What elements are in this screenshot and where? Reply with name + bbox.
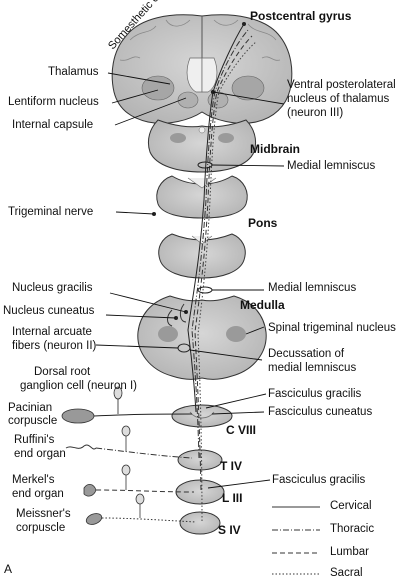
internal-capsule-label: Internal capsule [12,119,94,131]
l3-label: L III [222,491,243,505]
vpl-label-line2: nucleus of thalamus [287,93,390,105]
fasciculus-gracilis-label-2: Fasciculus gracilis [272,474,366,486]
decussation-label-1: Decussation of [268,348,345,360]
midbrain-label: Midbrain [250,142,300,156]
tract-sacral [197,41,257,522]
thalamus-label: Thalamus [48,66,99,78]
pacinian-label-2: corpuscle [8,415,58,427]
figure-letter: A [4,562,13,576]
s4-label: S IV [218,523,241,537]
merkel-label-1: Merkel's [12,474,55,486]
spinal-l3 [175,479,225,505]
legend-lumbar-label: Lumbar [330,546,369,558]
spinal-trigeminal-label: Spinal trigeminal nucleus [268,322,396,334]
legend-cervical-label: Cervical [330,500,372,512]
midbrain-section [147,119,257,173]
meissner-label-1: Meissner's [16,508,71,520]
tract-lumbar [194,35,253,491]
internal-arcuate-label-1: Internal arcuate [12,326,92,338]
spinal-c8 [171,404,233,428]
meissner-corpuscle-shape [85,493,197,525]
t4-label: T IV [220,459,243,473]
fasciculus-cuneatus-label: Fasciculus cuneatus [268,406,373,418]
meissner-label-2: corpuscle [16,522,66,534]
pacinian-corpuscle-shape [61,386,193,424]
legend-thoracic-label: Thoracic [330,523,375,535]
tract-cervical [187,23,245,413]
merkel-label-2: end organ [12,488,64,500]
tract-thoracic [191,29,249,459]
postcentral-gyrus-label: Postcentral gyrus [250,9,352,23]
medulla-label: Medulla [240,298,285,312]
trigeminal-nerve-label: Trigeminal nerve [8,206,94,218]
decussation-label-2: medial lemniscus [268,362,357,374]
ruffini-label-1: Ruffini's [14,434,55,446]
nucleus-gracilis-label: Nucleus gracilis [12,282,93,294]
ruffini-label-2: end organ [14,448,66,460]
vpl-label-line3: (neuron III) [287,107,344,119]
nucleus-cuneatus-label: Nucleus cuneatus [3,305,95,317]
medial-lemniscus-label-1: Medial lemniscus [287,160,376,172]
pons-upper-section [152,175,248,219]
leader-lines [95,72,285,489]
brain-coronal-section [111,14,293,124]
dorsal-root-label-2: ganglion cell (neuron I) [20,380,137,392]
legend-sacral-label: Sacral [330,567,363,579]
pons-label: Pons [248,216,278,230]
fasciculus-gracilis-label-1: Fasciculus gracilis [268,388,362,400]
ruffini-end-organ-shape [65,425,193,459]
legend-lines [272,506,320,575]
lentiform-nucleus-label: Lentiform nucleus [8,96,99,108]
c8-label: C VIII [226,423,257,437]
pacinian-label-1: Pacinian [8,402,53,414]
pons-lower-section [158,233,246,279]
merkel-end-organ-shape [83,464,195,497]
medial-lemniscus-label-2: Medial lemniscus [268,282,357,294]
dorsal-root-label-1: Dorsal root [34,366,91,378]
vpl-label-line1: Ventral posterolateral [287,79,396,91]
spinal-t4 [177,449,223,471]
spinal-s4 [179,511,221,535]
internal-arcuate-label-2: fibers (neuron II) [12,340,97,352]
medulla-section [137,295,267,380]
